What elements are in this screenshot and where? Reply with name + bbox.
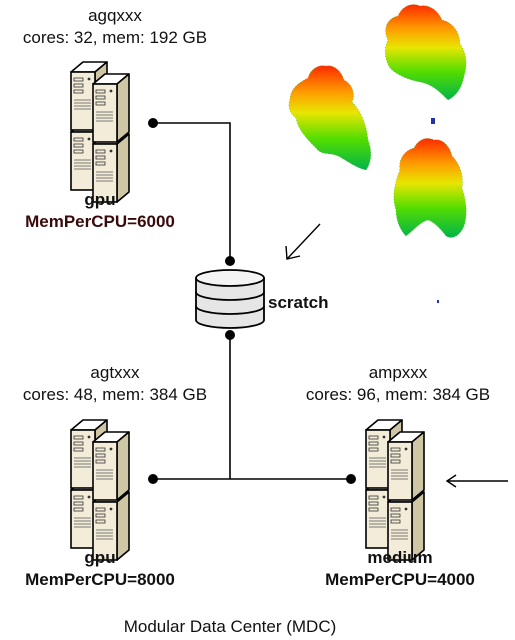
tree-point-cloud-image (288, 4, 467, 303)
arrow-icon (445, 474, 508, 488)
left-node-hostname: agtxxx (90, 363, 140, 382)
top-node-partition: gpu (84, 190, 116, 209)
server-rack-icon (71, 62, 129, 202)
right-node-mempercpu: MemPerCPU=4000 (325, 570, 475, 589)
connection-dots (148, 118, 356, 484)
dot-storage-top (225, 256, 235, 266)
dot-top-server (148, 118, 158, 128)
dot-storage-bottom (225, 330, 235, 340)
diagram-caption: Modular Data Center (MDC) (123, 617, 337, 636)
top-link (153, 122, 231, 261)
left-node-specs: cores: 48, mem: 384 GB (22, 385, 208, 404)
dot-left-server (148, 474, 158, 484)
right-node-hostname: ampxxx (368, 363, 428, 382)
dot-right-server (346, 474, 356, 484)
server-rack-icon (366, 420, 424, 560)
server-rack-icon (71, 420, 129, 560)
right-node-partition: medium (367, 548, 433, 567)
left-node-mempercpu: MemPerCPU=8000 (25, 570, 175, 589)
right-node-specs: cores: 96, mem: 384 GB (305, 385, 491, 404)
top-node-specs: cores: 32, mem: 192 GB (22, 28, 208, 47)
left-node-partition: gpu (84, 548, 116, 567)
connection-lines (153, 122, 351, 480)
storage-label: scratch (268, 293, 329, 312)
arrow-icon (285, 223, 321, 260)
top-node-mempercpu: MemPerCPU=6000 (25, 212, 175, 231)
top-node-hostname: agqxxx (88, 6, 142, 25)
database-icon (195, 269, 265, 329)
